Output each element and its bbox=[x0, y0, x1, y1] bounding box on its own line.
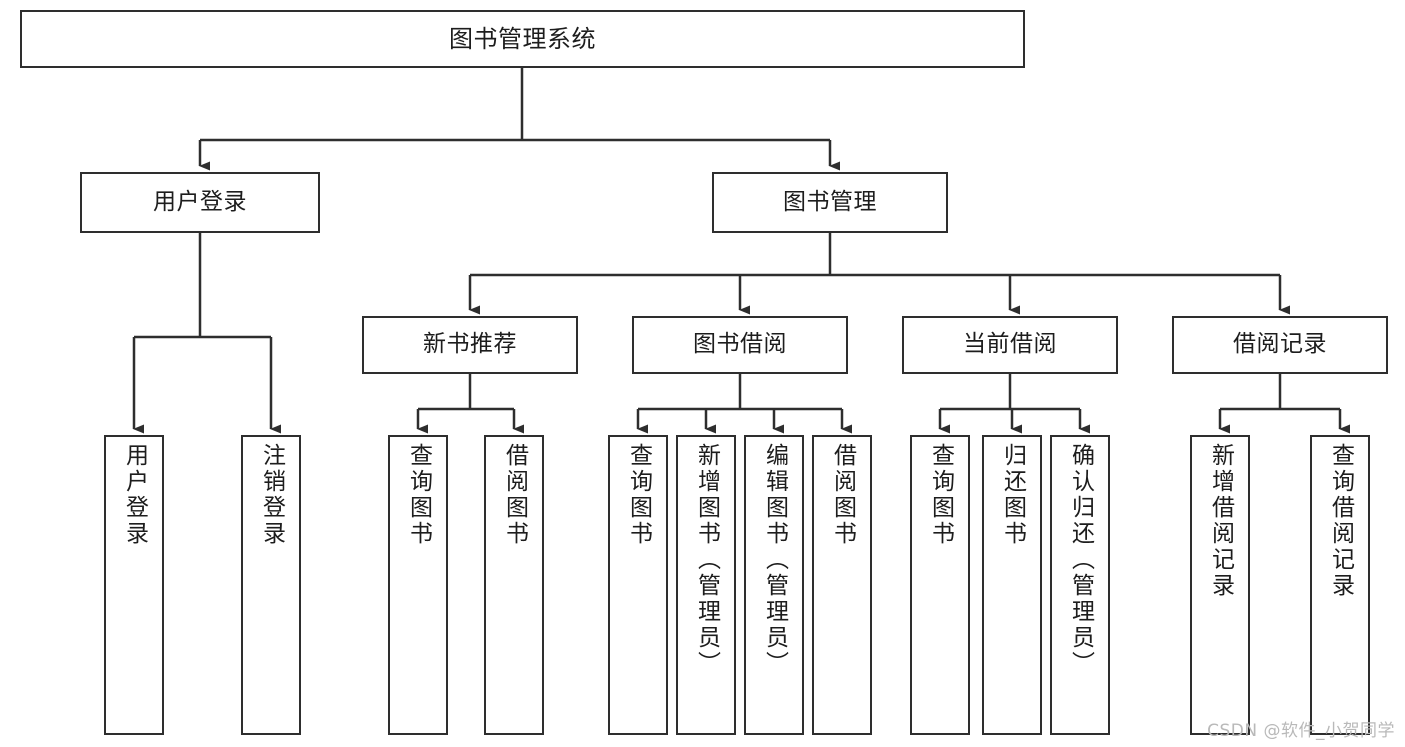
node-current-borrowing-label: 当前借阅 bbox=[963, 331, 1057, 358]
node-current-borrowing[interactable]: 当前借阅 bbox=[902, 316, 1118, 374]
node-leaf-logout-label: 注销登录 bbox=[258, 443, 285, 547]
node-leaf-query-book-newbook[interactable]: 查询图书 bbox=[388, 435, 448, 735]
node-new-book-recommendation[interactable]: 新书推荐 bbox=[362, 316, 578, 374]
node-leaf-confirm-return-admin-label: 确认归还（管理员） bbox=[1067, 443, 1094, 677]
node-user-login-label: 用户登录 bbox=[153, 188, 247, 215]
node-borrowing-record[interactable]: 借阅记录 bbox=[1172, 316, 1388, 374]
node-new-book-recommendation-label: 新书推荐 bbox=[423, 331, 517, 358]
node-leaf-edit-book-admin-label: 编辑图书（管理员） bbox=[761, 443, 788, 677]
node-root-label: 图书管理系统 bbox=[449, 24, 596, 53]
node-leaf-return-book[interactable]: 归还图书 bbox=[982, 435, 1042, 735]
node-leaf-edit-book-admin[interactable]: 编辑图书（管理员） bbox=[744, 435, 804, 735]
node-leaf-user-login-label: 用户登录 bbox=[121, 443, 148, 547]
node-leaf-user-login[interactable]: 用户登录 bbox=[104, 435, 164, 735]
node-root-book-management-system[interactable]: 图书管理系统 bbox=[20, 10, 1025, 68]
node-borrowing-record-label: 借阅记录 bbox=[1233, 331, 1327, 358]
node-book-borrowing[interactable]: 图书借阅 bbox=[632, 316, 848, 374]
node-leaf-query-book-current[interactable]: 查询图书 bbox=[910, 435, 970, 735]
node-leaf-borrow-book-newbook[interactable]: 借阅图书 bbox=[484, 435, 544, 735]
node-leaf-logout[interactable]: 注销登录 bbox=[241, 435, 301, 735]
node-leaf-borrow-book-borrowing[interactable]: 借阅图书 bbox=[812, 435, 872, 735]
node-leaf-borrow-book-borrowing-label: 借阅图书 bbox=[829, 443, 856, 547]
node-leaf-add-borrow-record-label: 新增借阅记录 bbox=[1207, 443, 1234, 599]
node-book-management-label: 图书管理 bbox=[783, 188, 877, 215]
node-leaf-add-borrow-record[interactable]: 新增借阅记录 bbox=[1190, 435, 1250, 735]
node-leaf-borrow-book-newbook-label: 借阅图书 bbox=[501, 443, 528, 547]
node-leaf-query-book-current-label: 查询图书 bbox=[927, 443, 954, 547]
node-leaf-confirm-return-admin[interactable]: 确认归还（管理员） bbox=[1050, 435, 1110, 735]
node-leaf-query-book-borrowing[interactable]: 查询图书 bbox=[608, 435, 668, 735]
node-leaf-add-book-admin-label: 新增图书（管理员） bbox=[693, 443, 720, 677]
csdn-watermark: CSDN @软件_小贺同学 bbox=[1207, 721, 1395, 741]
node-leaf-query-borrow-record[interactable]: 查询借阅记录 bbox=[1310, 435, 1370, 735]
node-leaf-add-book-admin[interactable]: 新增图书（管理员） bbox=[676, 435, 736, 735]
node-user-login[interactable]: 用户登录 bbox=[80, 172, 320, 233]
node-leaf-return-book-label: 归还图书 bbox=[999, 443, 1026, 547]
node-book-management[interactable]: 图书管理 bbox=[712, 172, 948, 233]
node-leaf-query-book-newbook-label: 查询图书 bbox=[405, 443, 432, 547]
node-leaf-query-borrow-record-label: 查询借阅记录 bbox=[1327, 443, 1354, 599]
node-leaf-query-book-borrowing-label: 查询图书 bbox=[625, 443, 652, 547]
node-book-borrowing-label: 图书借阅 bbox=[693, 331, 787, 358]
